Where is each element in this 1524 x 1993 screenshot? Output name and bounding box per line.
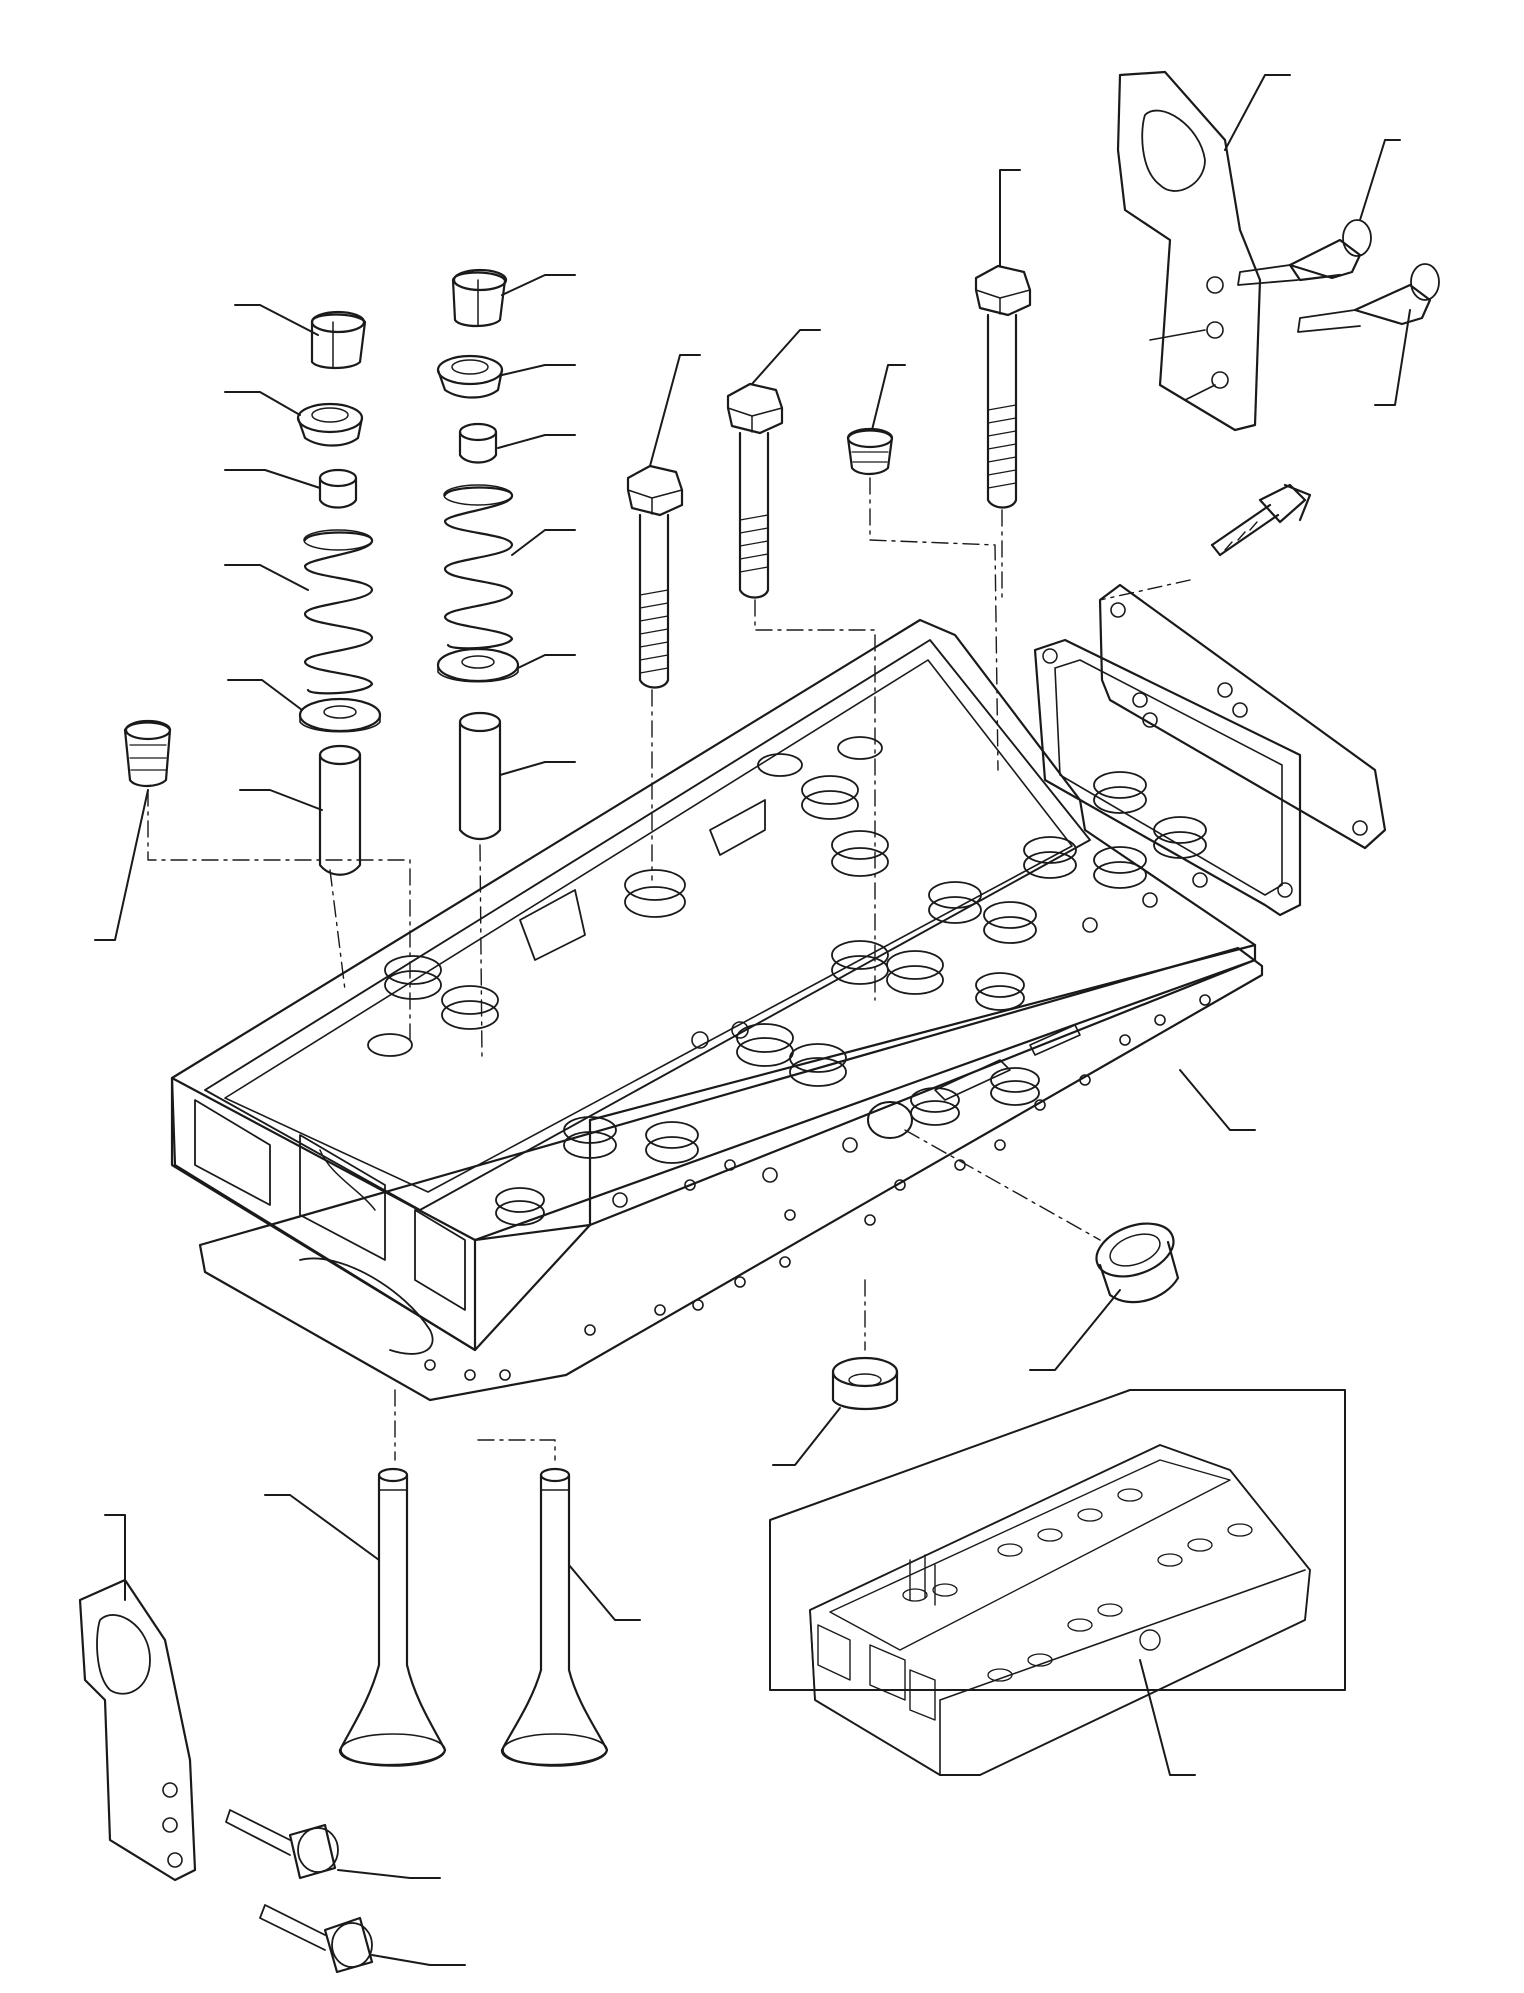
leader-washer-right bbox=[518, 655, 575, 668]
leader-exhaust-valve bbox=[569, 1565, 640, 1620]
valve-collet-left bbox=[312, 312, 365, 368]
flange-bolt-side bbox=[1100, 485, 1310, 600]
callout-leaders bbox=[95, 75, 1410, 1965]
leader-core-plug-left bbox=[95, 790, 148, 940]
valve-stem-seal-right bbox=[460, 424, 496, 463]
exhaust-valve bbox=[502, 1469, 607, 1766]
flange-bolts-rear bbox=[1238, 220, 1439, 332]
head-bolt-long-1 bbox=[628, 466, 682, 688]
valve-spring-right bbox=[444, 485, 512, 648]
flange-bolts-front bbox=[226, 1810, 372, 1972]
leader-flange-bolt-rear-2 bbox=[1375, 310, 1410, 405]
valve-guide-right bbox=[460, 713, 500, 839]
leader-transfer-seal bbox=[1030, 1290, 1120, 1370]
valve-guide-left bbox=[320, 746, 360, 875]
leader-gasket bbox=[1180, 1070, 1255, 1130]
outlet-cover-plate bbox=[1100, 585, 1385, 848]
leader-retainer-left bbox=[225, 392, 300, 415]
leader-lifting-eye-front bbox=[105, 1515, 125, 1600]
leader-plate-holes bbox=[1150, 330, 1215, 400]
leader-bolt-2 bbox=[752, 330, 820, 384]
leader-lifting-eye-rear bbox=[1225, 75, 1290, 150]
leader-flange-bolt-front-1 bbox=[338, 1870, 440, 1878]
leader-collet-right bbox=[502, 275, 575, 295]
cylinder-head bbox=[172, 620, 1255, 1350]
leader-spring-left bbox=[225, 565, 308, 590]
spring-retainer-right bbox=[438, 356, 502, 398]
leader-spring-right bbox=[512, 530, 575, 555]
leader-collet-left bbox=[235, 305, 318, 335]
leader-retainer-right bbox=[502, 365, 575, 375]
expansion-plug-front bbox=[833, 1358, 897, 1409]
leader-core-plug-top bbox=[872, 365, 905, 430]
leader-expansion-plug bbox=[773, 1408, 840, 1465]
leader-guide-left bbox=[240, 790, 322, 810]
spring-seat-washer-right bbox=[438, 649, 518, 682]
water-transfer-seal bbox=[1089, 1214, 1181, 1302]
inset-assembled-head bbox=[770, 1390, 1345, 1775]
valve-spring-left bbox=[304, 530, 372, 693]
outlet-cover-gasket bbox=[1035, 640, 1300, 915]
leader-intake-valve bbox=[265, 1495, 379, 1560]
spring-retainer-left bbox=[298, 404, 362, 446]
alignment-lines bbox=[148, 478, 1100, 1460]
leader-bolt-1 bbox=[650, 355, 700, 466]
spring-seat-washer-left bbox=[300, 699, 380, 732]
leader-seal-left bbox=[225, 470, 320, 488]
leader-bolt-3 bbox=[1000, 170, 1020, 266]
intake-valve bbox=[340, 1469, 445, 1766]
leader-flange-bolt-front-2 bbox=[372, 1955, 465, 1965]
head-bolt-long-2 bbox=[728, 384, 782, 598]
leader-washer-left bbox=[228, 680, 302, 710]
leader-seal-right bbox=[498, 435, 575, 448]
leader-flange-bolt-rear-1 bbox=[1360, 140, 1400, 220]
leader-guide-right bbox=[500, 762, 575, 775]
lifting-eye-rear bbox=[1118, 72, 1260, 430]
lifting-eye-front bbox=[80, 1580, 195, 1880]
core-plug-top bbox=[848, 429, 892, 474]
head-bolt-long-3 bbox=[976, 266, 1030, 508]
core-plug-left bbox=[125, 721, 170, 786]
valve-collet-right bbox=[453, 270, 506, 326]
valve-stem-seal-left bbox=[320, 470, 356, 508]
leader-inset bbox=[1140, 1660, 1195, 1775]
